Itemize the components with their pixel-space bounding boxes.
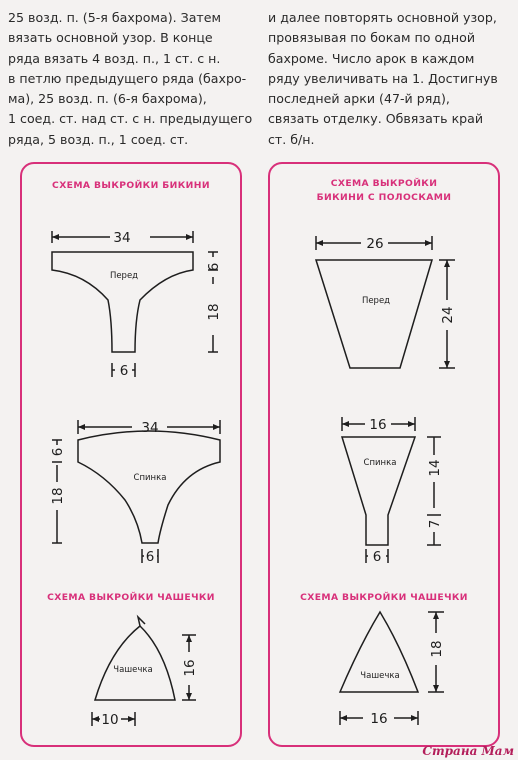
text-line: в петлю предыдущего ряда (бахро- [8, 70, 247, 86]
bikini-back-shape [77, 430, 221, 544]
text-line: ряда вязать 4 возд. п., 1 ст. с н. [8, 50, 221, 66]
bikini-pattern-panel [20, 162, 242, 747]
dim-striped-back-bottom [365, 549, 389, 563]
dim-back-bottom [141, 549, 159, 563]
dim-front-bottom [111, 363, 136, 377]
striped-back-bottom-dim-label: 6 [373, 549, 382, 565]
text-line: последней арки (47-й ряд), [268, 91, 450, 107]
striped-bikini-title-line1: СХЕМА ВЫКРОЙКИ [330, 178, 438, 189]
striped-back-piece-label: Спинка [364, 458, 397, 468]
text-line: ряду увеличивать на 1. Достигнув [268, 70, 498, 86]
front-side-top-dim-label: 6 [206, 263, 222, 272]
dim-back-side [52, 439, 62, 544]
bikini-front-shape [51, 251, 194, 353]
front-piece-label: Перед [110, 271, 138, 281]
cup-right-bottom-dim-label: 16 [370, 711, 387, 727]
striped-front-top-dim-label: 26 [366, 236, 383, 252]
back-bottom-dim-label: 6 [146, 549, 155, 565]
cup-shape-right [338, 610, 420, 693]
striped-front-side-dim-label: 24 [440, 306, 456, 323]
striped-back-side-top-dim-label: 14 [427, 459, 443, 476]
cup-left-side-dim-label: 16 [182, 659, 198, 676]
striped-back-side-dim-label: 7 [427, 520, 443, 529]
text-line: ма), 25 возд. п. (6-я бахрома), [8, 91, 207, 107]
cup-shape-left [93, 625, 176, 701]
back-side-top-dim-label: 6 [50, 448, 66, 457]
back-side-dim-label: 18 [50, 487, 66, 504]
cup-left-bottom-dim-label: 10 [101, 712, 118, 728]
text-line: ст. б/н. [268, 131, 315, 147]
text-line: бахроме. Число арок в каждом [268, 50, 475, 66]
back-piece-label: Спинка [134, 473, 167, 483]
striped-bikini-pattern-panel [268, 162, 500, 747]
cup-tie-left [136, 614, 146, 627]
back-top-dim-label: 34 [141, 420, 158, 436]
front-top-dim-label: 34 [113, 230, 130, 246]
cup-right-side-dim-label: 18 [429, 640, 445, 657]
front-side-dim-label: 18 [206, 303, 222, 320]
text-line: 1 соед. ст. над ст. с н. предыдущего [8, 111, 253, 127]
bikini-pattern-title: СХЕМА ВЫКРОЙКИ БИКИНИ [52, 180, 210, 191]
striped-front-piece-label: Перед [362, 296, 390, 306]
text-line: ряда, 5 возд. п., 1 соед. ст. [8, 131, 189, 147]
cup-right-label: Чашечка [360, 671, 399, 681]
striped-back-top-dim-label: 16 [369, 417, 386, 433]
instruction-text-left: 25 возд. п. (5-я бахрома). Затем вязать … [8, 8, 252, 150]
instruction-text-right: и далее повторять основной узор, провязы… [268, 8, 498, 150]
arrowheads [52, 234, 450, 722]
front-bottom-dim-label: 6 [120, 363, 129, 379]
striped-front-shape [314, 259, 434, 369]
text-line: связать отделку. Обвязать край [268, 111, 484, 127]
striped-back-shape [340, 436, 417, 546]
text-line: вязать основной узор. В конце [8, 30, 213, 46]
dim-striped-back-side [427, 436, 441, 546]
text-line: 25 возд. п. (5-я бахрома). Затем [8, 10, 222, 25]
cup-pattern-title-left: СХЕМА ВЫКРОЙКИ ЧАШЕЧКИ [47, 592, 215, 603]
dim-front-side [208, 251, 218, 353]
site-watermark: Страна Мам [422, 744, 514, 758]
striped-bikini-title-line2: БИКИНИ С ПОЛОСКАМИ [316, 192, 452, 203]
cup-pattern-title-right: СХЕМА ВЫКРОЙКИ ЧАШЕЧКИ [300, 592, 468, 603]
text-line: и далее повторять основной узор, [268, 10, 497, 25]
text-line: провязывая по бокам по одной [268, 30, 476, 46]
cup-left-label: Чашечка [113, 665, 152, 675]
